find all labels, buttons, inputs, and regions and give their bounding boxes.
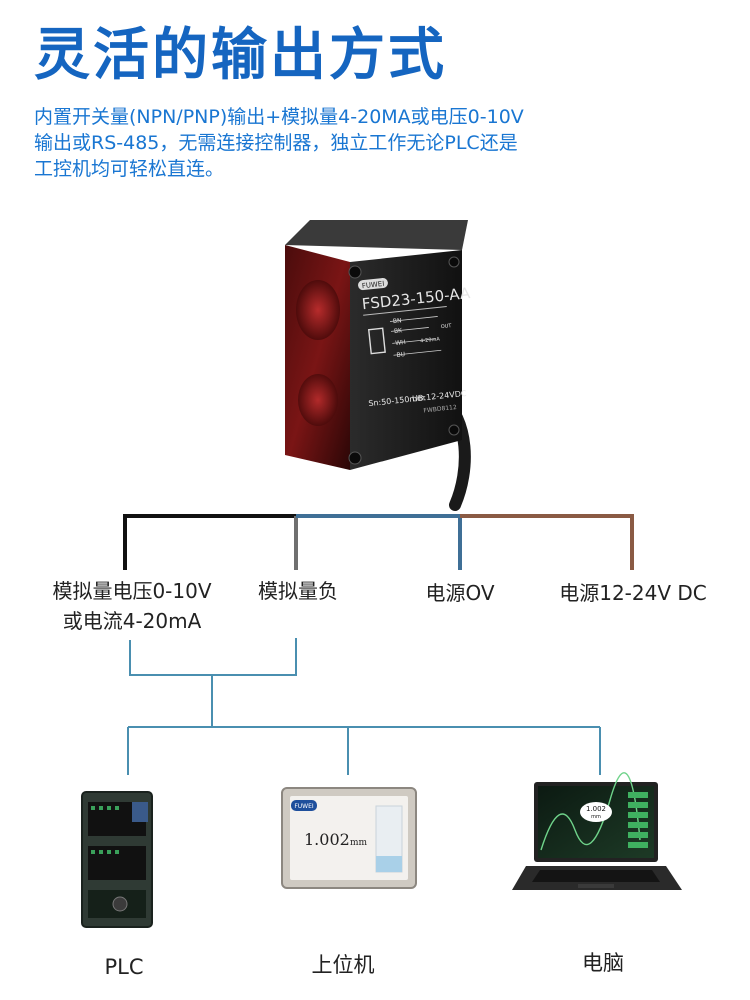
wire-code-wh: WH	[395, 339, 406, 347]
wire-code-bn: BN	[393, 317, 402, 325]
wire-label-analog-voltage-line1: 模拟量电压0-10V	[52, 579, 212, 603]
wire-black	[123, 514, 296, 570]
receiver-lens-icon	[298, 374, 338, 426]
wire-brown	[460, 514, 634, 570]
page-title: 灵活的输出方式	[34, 23, 447, 88]
emitter-lens-icon	[296, 280, 340, 340]
description-line-3: 工控机均可轻松直连。	[34, 158, 225, 180]
panel-reading-unit: mm	[350, 838, 368, 848]
mount-hole-icon	[448, 424, 460, 436]
sensor-device: FUWEI FSD23-150-AA BN BK WH BU OUT 4-20m…	[285, 220, 472, 511]
plc-device-image	[81, 791, 153, 928]
device-label-computer: 电脑	[582, 951, 624, 975]
laptop-reading-unit: mm	[591, 814, 601, 820]
wire-note-out: OUT	[441, 323, 453, 330]
sensor-wires	[123, 514, 634, 570]
sensor-serial: FWBD8112	[423, 404, 457, 414]
plc-port-icon	[112, 896, 128, 912]
description-line-1: 内置开关量(NPN/PNP)输出+模拟量4-20MA或电压0-10V	[34, 106, 524, 128]
wire-label-power-12-24v: 电源12-24V DC	[559, 581, 707, 605]
panel-brand: FUWEI	[294, 803, 314, 810]
device-label-host: 上位机	[312, 953, 375, 977]
laptop-reading-value: 1.002	[586, 805, 606, 813]
device-connector-lines	[127, 638, 601, 775]
brand-badge	[358, 277, 388, 291]
wire-note-analog: 4-20mA	[420, 336, 441, 344]
wire-label-power-0v: 电源OV	[425, 581, 495, 605]
panel-reading-value: 1.002	[304, 830, 350, 849]
wire-code-bk: BK	[394, 327, 404, 335]
panel-level-bar	[376, 856, 402, 872]
panel-display-device: FUWEI 1.002 mm	[281, 787, 417, 889]
panel-brand-badge	[291, 800, 317, 811]
description-line-2: 输出或RS-485，无需连接控制器，独立工作无论PLC还是	[34, 132, 518, 154]
laptop-touchpad	[578, 884, 614, 888]
description: 内置开关量(NPN/PNP)输出+模拟量4-20MA或电压0-10V 输出或RS…	[34, 104, 724, 182]
sensor-symbol-icon	[367, 327, 386, 355]
wire-code-bu: BU	[396, 351, 405, 359]
sensor-lens-face	[285, 245, 350, 470]
sensor-brand: FUWEI	[361, 280, 384, 290]
wire-label-analog-voltage: 模拟量电压0-10V 或电流4-20mA	[44, 576, 220, 636]
wire-blue	[296, 514, 462, 570]
mount-hole-icon	[348, 265, 362, 279]
sensor-front-face	[350, 250, 462, 470]
laptop-device-image: 1.002 mm	[512, 772, 682, 890]
wire-label-analog-voltage-line2: 或电流4-20mA	[62, 609, 202, 633]
device-label-plc: PLC	[104, 955, 143, 979]
wire-label-analog-negative: 模拟量负	[258, 579, 338, 603]
mount-hole-icon	[448, 256, 460, 268]
mount-hole-icon	[348, 451, 362, 465]
sensor-top-face	[285, 220, 468, 250]
